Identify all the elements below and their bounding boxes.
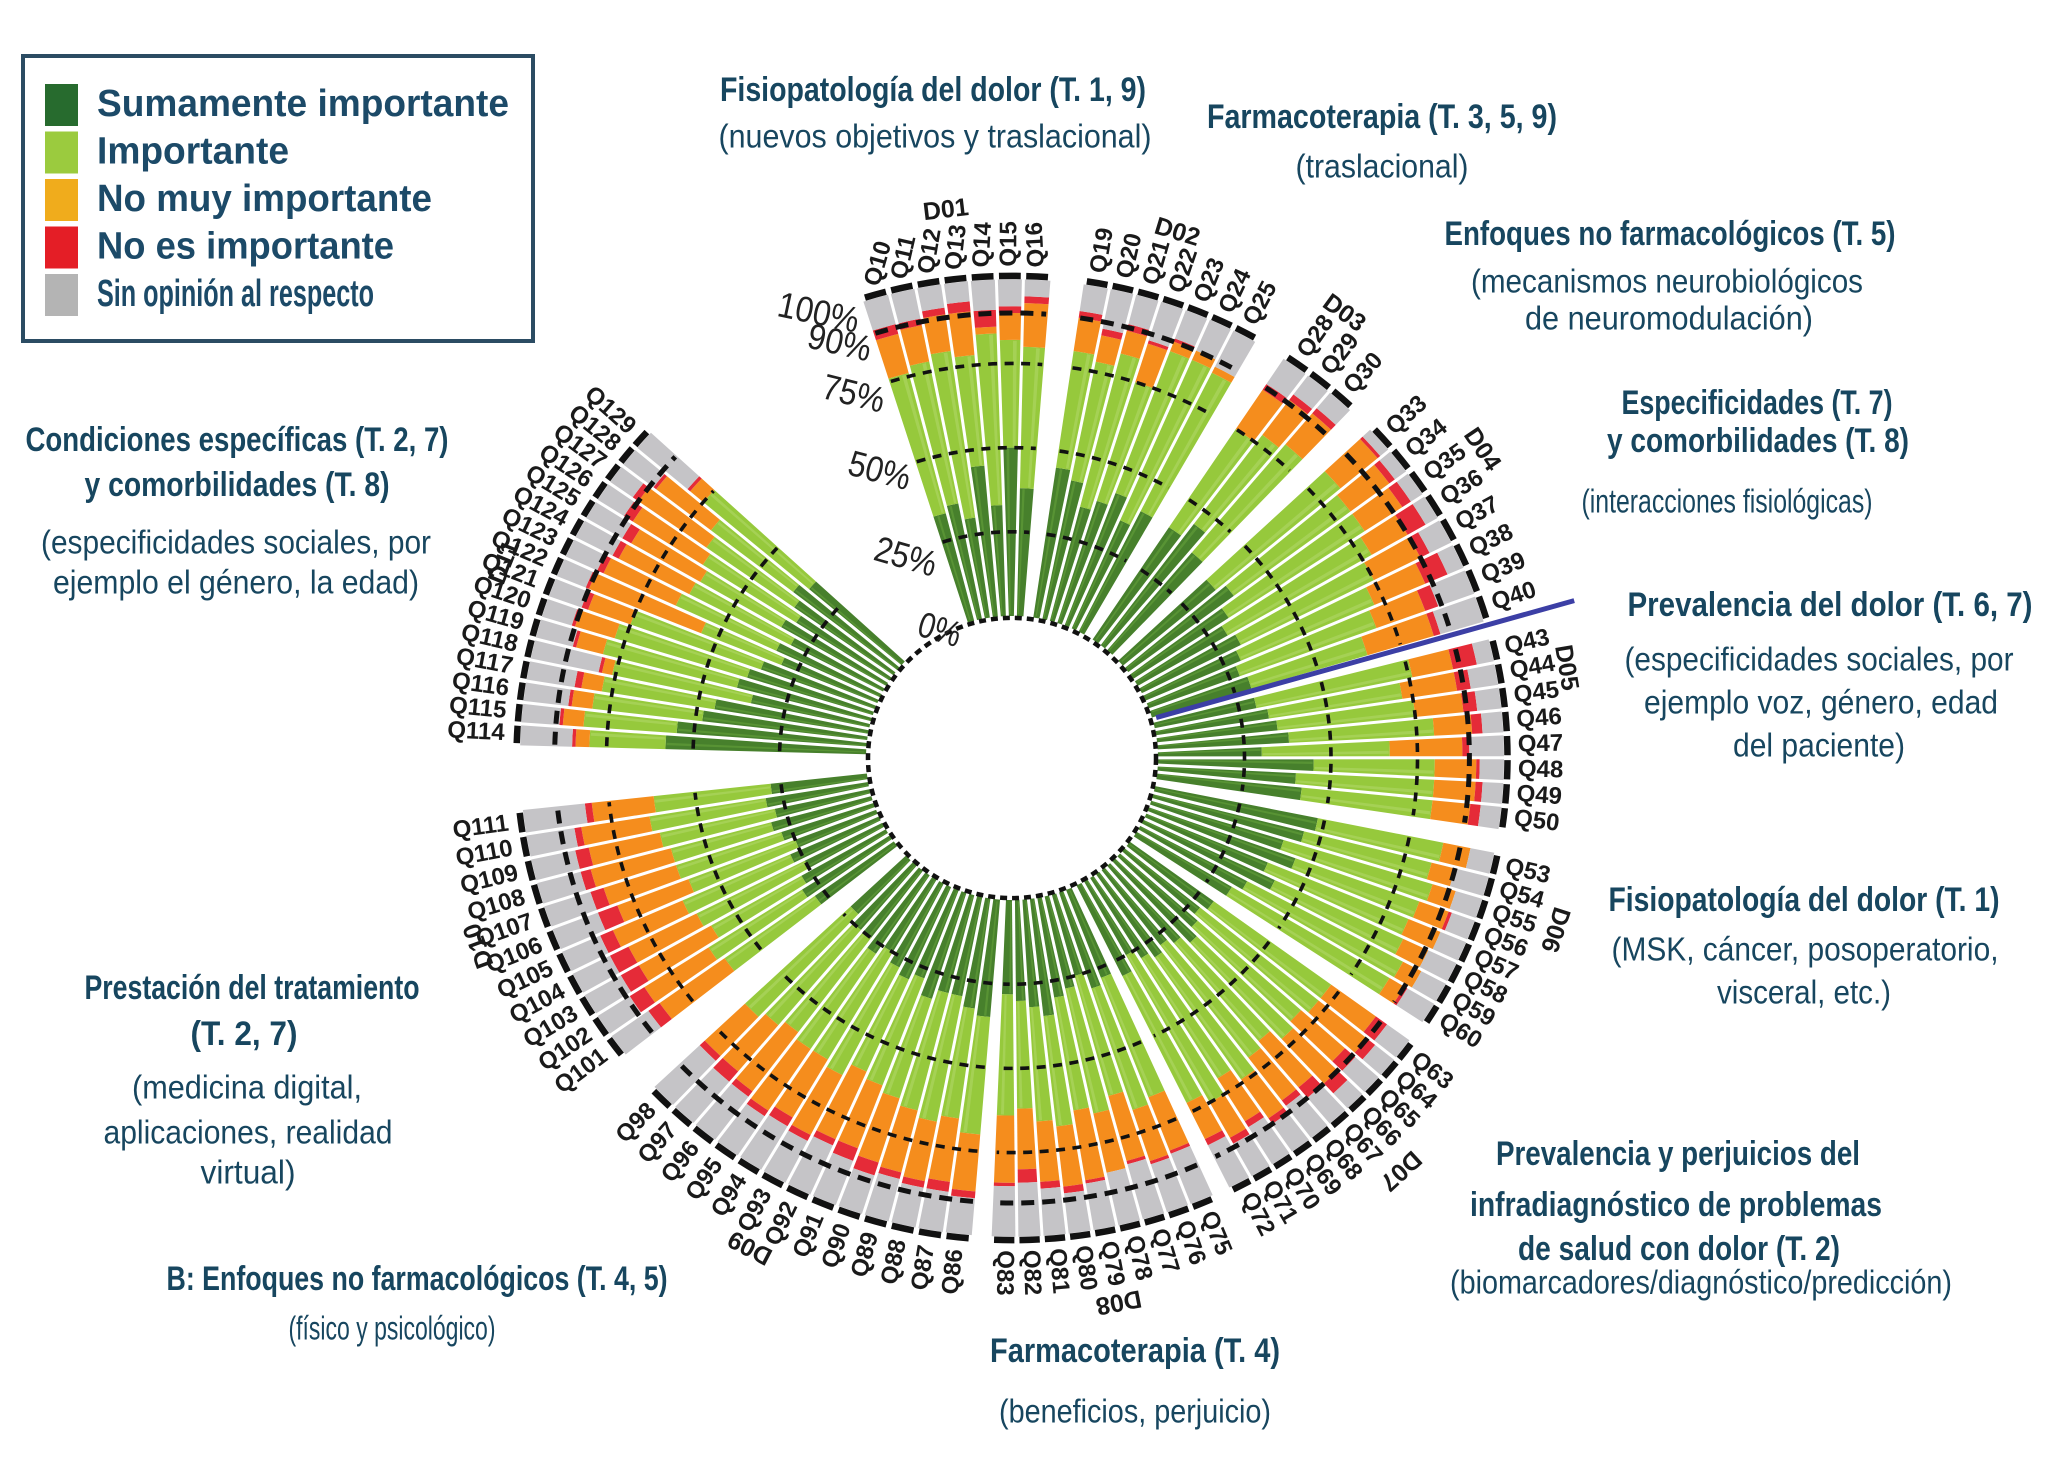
- svg-text:Prevalencia y perjuicios del: Prevalencia y perjuicios del: [1496, 1135, 1860, 1173]
- svg-text:de salud con dolor (T. 2): de salud con dolor (T. 2): [1518, 1230, 1840, 1268]
- svg-text:(nuevos objetivos y traslacion: (nuevos objetivos y traslacional): [719, 118, 1152, 155]
- svg-text:(mecanismos neurobiológicos: (mecanismos neurobiológicos: [1471, 263, 1863, 300]
- svg-text:Enfoques no farmacológicos (T.: Enfoques no farmacológicos (T. 5): [1445, 215, 1896, 253]
- svg-text:y comorbilidades (T. 8): y comorbilidades (T. 8): [1607, 422, 1909, 460]
- svg-text:Sumamente importante: Sumamente importante: [97, 83, 509, 125]
- svg-text:y comorbilidades (T. 8): y comorbilidades (T. 8): [85, 466, 390, 504]
- svg-text:(traslacional): (traslacional): [1296, 148, 1469, 185]
- svg-text:(físico y psicológico): (físico y psicológico): [289, 1310, 496, 1347]
- svg-text:ejemplo el género, la edad): ejemplo el género, la edad): [53, 564, 419, 601]
- svg-text:(beneficios, perjuicio): (beneficios, perjuicio): [999, 1393, 1271, 1430]
- svg-text:Importante: Importante: [97, 131, 289, 173]
- svg-text:ejemplo voz, género, edad: ejemplo voz, género, edad: [1644, 684, 1998, 721]
- svg-text:infradiagnóstico de problemas: infradiagnóstico de problemas: [1470, 1186, 1882, 1224]
- svg-text:Q48: Q48: [1518, 755, 1564, 783]
- svg-text:Q15: Q15: [995, 221, 1022, 266]
- svg-text:Q81: Q81: [1044, 1247, 1075, 1295]
- svg-text:Q47: Q47: [1517, 730, 1563, 758]
- svg-text:del paciente): del paciente): [1733, 727, 1905, 764]
- svg-text:No es importante: No es importante: [97, 226, 394, 268]
- svg-text:Q14: Q14: [967, 221, 997, 269]
- svg-text:Prevalencia del dolor (T. 6, 7: Prevalencia del dolor (T. 6, 7): [1628, 586, 2033, 624]
- svg-text:Q82: Q82: [1018, 1250, 1047, 1296]
- svg-text:(MSK, cáncer, posoperatorio,: (MSK, cáncer, posoperatorio,: [1612, 931, 1999, 968]
- svg-text:(medicina digital,: (medicina digital,: [132, 1069, 362, 1106]
- svg-text:D01: D01: [921, 193, 970, 226]
- svg-text:(biomarcadores/diagnóstico/pre: (biomarcadores/diagnóstico/predicción): [1450, 1264, 1952, 1301]
- svg-text:virtual): virtual): [201, 1154, 296, 1191]
- svg-text:aplicaciones, realidad: aplicaciones, realidad: [104, 1114, 393, 1151]
- svg-text:(T. 2, 7): (T. 2, 7): [191, 1015, 298, 1053]
- svg-text:Fisiopatología del dolor (T. 1: Fisiopatología del dolor (T. 1, 9): [720, 71, 1146, 109]
- svg-text:Especificidades (T. 7): Especificidades (T. 7): [1622, 384, 1893, 422]
- svg-text:B: Enfoques no farmacológicos: B: Enfoques no farmacológicos (T. 4, 5): [167, 1260, 668, 1298]
- svg-text:visceral, etc.): visceral, etc.): [1717, 974, 1891, 1011]
- svg-text:Farmacoterapia (T. 4): Farmacoterapia (T. 4): [990, 1332, 1280, 1370]
- svg-text:Sin opinión al respecto: Sin opinión al respecto: [97, 273, 374, 315]
- svg-text:Condiciones específicas (T. 2,: Condiciones específicas (T. 2, 7): [26, 421, 449, 459]
- svg-text:Q86: Q86: [937, 1248, 969, 1296]
- svg-text:Prestación del tratamiento: Prestación del tratamiento: [85, 969, 420, 1007]
- svg-text:Q46: Q46: [1515, 703, 1562, 733]
- svg-text:Farmacoterapia (T. 3, 5, 9): Farmacoterapia (T. 3, 5, 9): [1207, 98, 1557, 136]
- svg-text:Fisiopatología del dolor (T. 1: Fisiopatología del dolor (T. 1): [1609, 881, 2000, 919]
- svg-text:No muy importante: No muy importante: [97, 178, 432, 220]
- svg-text:Q16: Q16: [1021, 221, 1050, 268]
- svg-text:(especificidades sociales, por: (especificidades sociales, por: [1625, 641, 2014, 678]
- svg-text:(interacciones fisiológicas): (interacciones fisiológicas): [1582, 483, 1873, 520]
- svg-text:(especificidades sociales, por: (especificidades sociales, por: [41, 524, 431, 561]
- svg-text:Q50: Q50: [1513, 804, 1561, 836]
- svg-text:Q83: Q83: [991, 1250, 1019, 1296]
- svg-text:de neuromodulación): de neuromodulación): [1525, 300, 1813, 337]
